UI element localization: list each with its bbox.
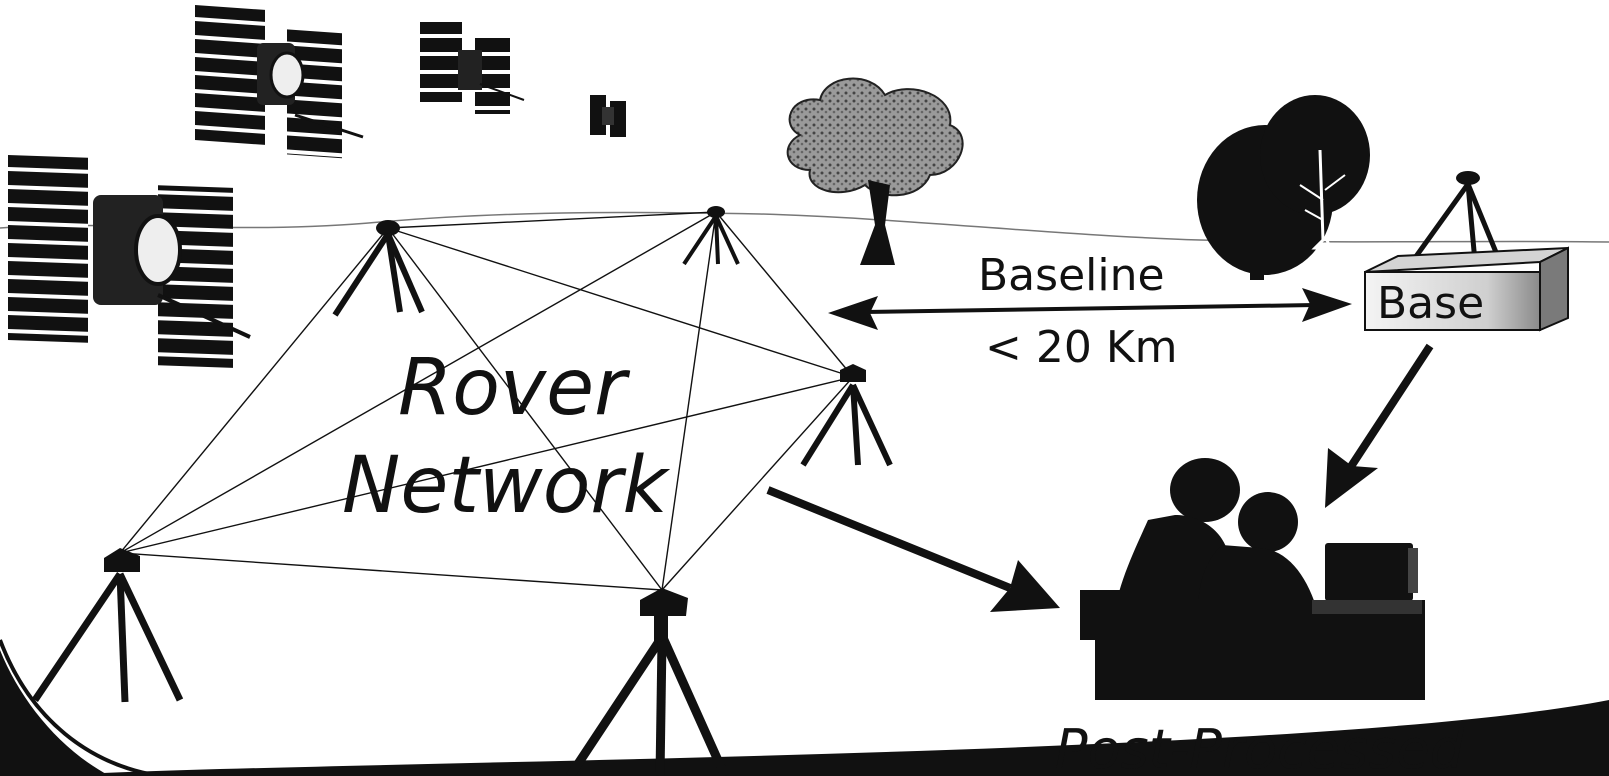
- satellite-icon: [8, 155, 251, 368]
- tripod-icon: [332, 220, 425, 317]
- tripod-icon: [800, 364, 893, 467]
- processing-label: Post-Processed: [1055, 718, 1465, 776]
- base-station-box: [1364, 246, 1569, 332]
- satellite-icon: [420, 22, 525, 114]
- frame-arc-bottom: [40, 700, 1609, 776]
- double-arrow-icon: [828, 288, 1352, 330]
- satellite-icon: [195, 5, 364, 159]
- tripod-icon: [682, 206, 740, 266]
- satellite-icon: [590, 95, 626, 137]
- distance-label: < 20 Km: [985, 322, 1178, 373]
- network-lines: [119, 211, 854, 591]
- frame-arc-left-curve: [0, 639, 161, 776]
- people-at-computer-icon: [1080, 458, 1425, 700]
- tripod-icon: [566, 588, 730, 776]
- network-label-line1: Rover: [398, 343, 631, 433]
- tripod-icon: [32, 548, 184, 703]
- tripod-icon: [1409, 171, 1503, 264]
- horizon-line: [0, 211, 1609, 243]
- network-label-line2: Network: [342, 441, 671, 531]
- base-label: Base: [1377, 278, 1484, 329]
- arrow-icon: [1325, 343, 1434, 508]
- arrow-icon: [766, 486, 1060, 612]
- baseline-label: Baseline: [978, 250, 1165, 301]
- tree-icon: [786, 77, 964, 265]
- frame-arc: [0, 650, 110, 776]
- tree-icon: [1197, 95, 1370, 280]
